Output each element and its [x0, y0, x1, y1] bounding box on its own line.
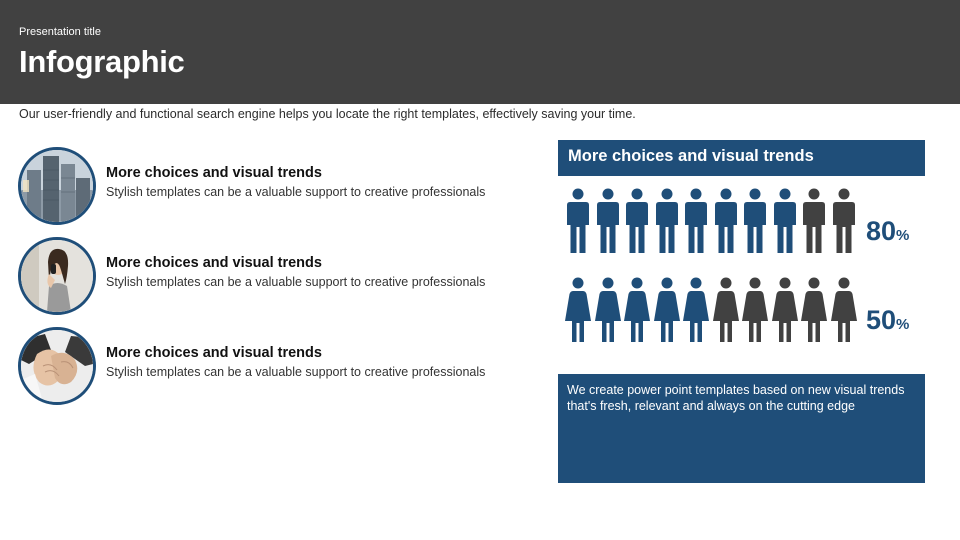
infographic-header: More choices and visual trends: [558, 140, 925, 176]
man-icon: [803, 188, 825, 253]
header-bar: Presentation title Infographic: [0, 0, 960, 104]
infographic-body-text: We create power point templates based on…: [567, 383, 905, 413]
woman-icon: [594, 277, 621, 342]
woman-icon: [565, 277, 591, 342]
intro-text: Our user-friendly and functional search …: [19, 107, 636, 121]
feature-title: More choices and visual trends: [106, 255, 322, 271]
woman-icon: [742, 277, 768, 342]
woman-icon: [683, 277, 709, 342]
woman-on-phone-photo: [18, 237, 96, 315]
women-percentage: 50%: [866, 305, 910, 335]
man-icon: [655, 188, 678, 253]
man-icon: [744, 188, 766, 253]
man-icon: [832, 188, 855, 253]
woman-icon: [624, 277, 650, 342]
feature-item-3: More choices and visual trends Stylish t…: [18, 327, 518, 405]
infographic-text-box: We create power point templates based on…: [558, 374, 925, 483]
woman-icon: [712, 277, 739, 342]
women-icon-row: 50%: [564, 277, 924, 345]
woman-icon: [801, 277, 827, 342]
feature-title: More choices and visual trends: [106, 345, 322, 361]
woman-icon: [771, 277, 798, 342]
feature-title: More choices and visual trends: [106, 165, 322, 181]
page-title: Infographic: [19, 44, 185, 79]
presentation-title: Presentation title: [19, 26, 101, 38]
feature-item-2: More choices and visual trends Stylish t…: [18, 237, 518, 315]
men-icon-row: 80%: [564, 188, 924, 256]
infographic-title: More choices and visual trends: [568, 147, 814, 165]
woman-icon: [830, 277, 857, 342]
handshake-photo: [18, 327, 96, 405]
feature-item-1: More choices and visual trends Stylish t…: [18, 147, 518, 225]
man-icon: [626, 188, 648, 253]
man-icon: [773, 188, 796, 253]
feature-description: Stylish templates can be a valuable supp…: [106, 365, 486, 379]
man-icon: [685, 188, 707, 253]
city-buildings-photo: [18, 147, 96, 225]
feature-description: Stylish templates can be a valuable supp…: [106, 185, 486, 199]
feature-description: Stylish templates can be a valuable supp…: [106, 275, 486, 289]
man-icon: [714, 188, 737, 253]
woman-icon: [653, 277, 680, 342]
men-percentage: 80%: [866, 216, 910, 246]
man-icon: [596, 188, 619, 253]
man-icon: [567, 188, 589, 253]
